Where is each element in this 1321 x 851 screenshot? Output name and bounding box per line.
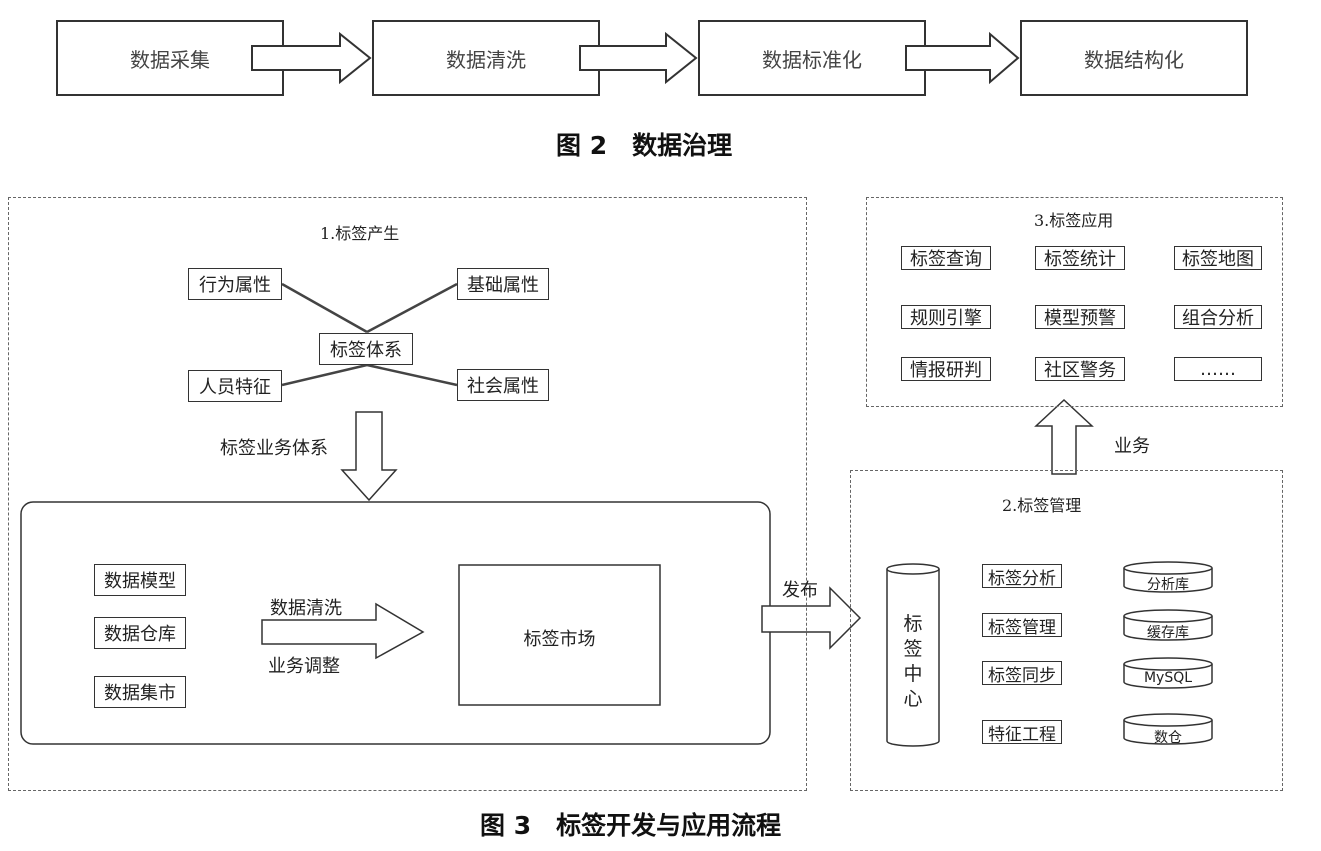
publish-arrow (761, 586, 862, 650)
mgmt-feature-engineering: 特征工程 (982, 720, 1062, 745)
business-label: 业务 (1114, 436, 1150, 457)
source-data-warehouse: 数据仓库 (94, 617, 186, 649)
store-cache-db: 缓存库 (1147, 625, 1189, 641)
flow-arrow-1 (251, 31, 372, 85)
database-cylinder (1123, 657, 1213, 689)
flow-step-collect: 数据采集 (56, 20, 284, 96)
flow-step-label: 数据清洗 (446, 47, 526, 72)
connector-line (281, 363, 368, 387)
publish-label: 发布 (782, 580, 818, 601)
mgmt-tag-sync: 标签同步 (982, 661, 1062, 686)
application-section (866, 197, 1283, 407)
app-tag-query: 标签查询 (901, 246, 991, 270)
mgmt-tag-analysis: 标签分析 (982, 564, 1062, 589)
attr-behavior: 行为属性 (188, 268, 282, 300)
figure-3-caption: 图 3 标签开发与应用流程 (480, 811, 782, 840)
database-cylinder (1123, 609, 1213, 641)
up-arrow (1034, 398, 1094, 475)
database-cylinder (1123, 713, 1213, 745)
application-title: 3.标签应用 (1034, 211, 1114, 230)
connector-line (366, 363, 458, 387)
app-community-policing: 社区警务 (1035, 357, 1125, 381)
connector-line (281, 282, 368, 334)
figure-2-caption: 图 2 数据治理 (556, 131, 733, 160)
attr-person: 人员特征 (188, 370, 282, 402)
store-mysql: MySQL (1143, 670, 1193, 686)
market-box (458, 564, 661, 706)
connector-line (366, 282, 458, 334)
flow-arrow-3 (905, 31, 1020, 85)
store-analysis-db: 分析库 (1147, 577, 1189, 593)
attr-social: 社会属性 (457, 369, 549, 401)
app-more: …… (1174, 357, 1262, 381)
process-label-adjust: 业务调整 (268, 656, 340, 677)
tag-center-label: 标签中心 (903, 613, 923, 710)
tag-center-cylinder (886, 563, 940, 747)
process-label-clean: 数据清洗 (270, 598, 342, 619)
app-rule-engine: 规则引擎 (901, 305, 991, 329)
mgmt-tag-management: 标签管理 (982, 613, 1062, 638)
source-data-mart: 数据集市 (94, 676, 186, 708)
tag-system: 标签体系 (319, 333, 413, 365)
flow-step-standardize: 数据标准化 (698, 20, 926, 96)
app-tag-map: 标签地图 (1174, 246, 1262, 270)
down-arrow (340, 411, 398, 502)
flow-step-label: 数据标准化 (762, 47, 862, 72)
market-label: 标签市场 (523, 629, 596, 650)
management-section (850, 470, 1283, 791)
flow-step-structure: 数据结构化 (1020, 20, 1248, 96)
flow-step-label: 数据采集 (130, 47, 210, 72)
flow-arrow-2 (579, 31, 698, 85)
production-title: 1.标签产生 (320, 224, 400, 243)
flow-step-clean: 数据清洗 (372, 20, 600, 96)
management-title: 2.标签管理 (1002, 496, 1082, 515)
store-data-warehouse: 数仓 (1154, 730, 1182, 746)
business-system-label: 标签业务体系 (220, 438, 328, 459)
flow-step-label: 数据结构化 (1084, 47, 1184, 72)
source-data-model: 数据模型 (94, 564, 186, 596)
app-model-warning: 模型预警 (1035, 305, 1125, 329)
process-arrow (261, 602, 425, 660)
production-section (8, 197, 807, 791)
app-tag-statistics: 标签统计 (1035, 246, 1125, 270)
app-intel-analysis: 情报研判 (901, 357, 991, 381)
attr-basic: 基础属性 (457, 268, 549, 300)
app-combined-analysis: 组合分析 (1174, 305, 1262, 329)
database-cylinder (1123, 561, 1213, 593)
